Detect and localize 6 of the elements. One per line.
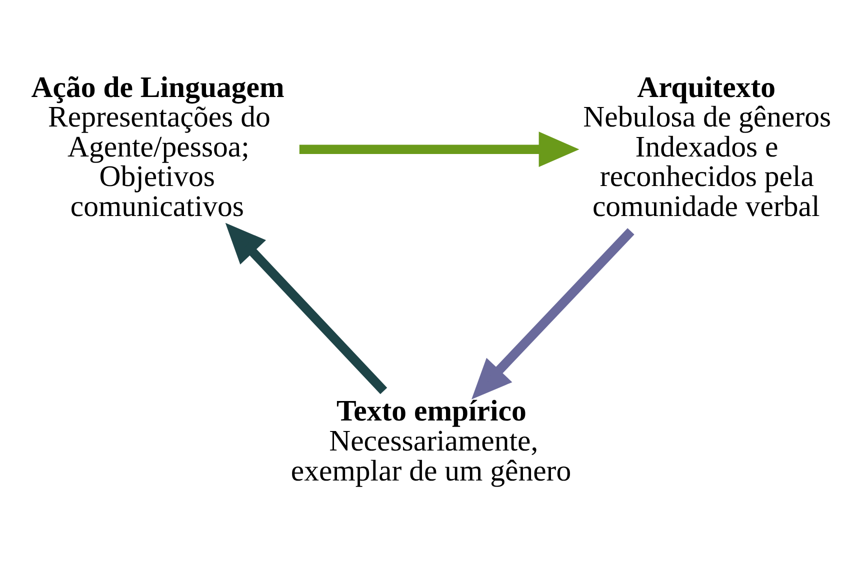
arrow [299, 132, 580, 168]
node-text: Texto empírico Necessariamente, exemplar de um gênero [290, 394, 572, 488]
arrow [472, 228, 634, 400]
arrow [225, 222, 388, 394]
node-text: Ação de Linguagem Representações do Agente/pessoa; Objetivos comunicativos [31, 70, 284, 223]
node-text: Arquitexto Nebulosa de gêneros Indexados e reconhecidos pela comunidade verbal [583, 70, 832, 223]
